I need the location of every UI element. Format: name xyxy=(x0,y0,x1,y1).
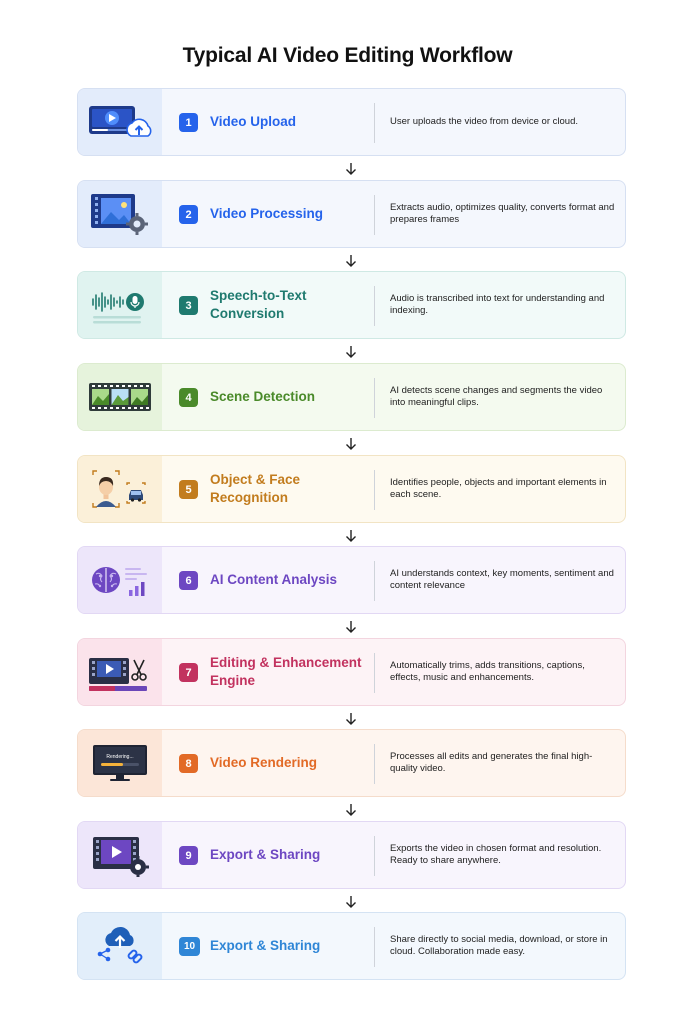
step-number-badge: 5 xyxy=(179,480,198,499)
icon-panel xyxy=(78,822,162,888)
step-title: Video Rendering xyxy=(210,755,318,770)
step-description: Extracts audio, optimizes quality, conve… xyxy=(390,201,615,226)
step-title: Speech-to-Text Conversion xyxy=(210,288,307,321)
step-title: Video Upload xyxy=(210,114,297,129)
step-export-sharing: 9 Export & Sharing Exports the video in … xyxy=(77,821,626,889)
icon-panel xyxy=(78,89,162,155)
step-title: Editing & Enhancement Engine xyxy=(210,655,362,688)
down-arrow-icon xyxy=(343,802,359,818)
divider xyxy=(374,286,375,326)
icon-panel xyxy=(78,364,162,430)
divider xyxy=(374,470,375,510)
down-arrow-icon xyxy=(343,344,359,360)
step-ai-content-analysis: 6 AI Content Analysis AI understands con… xyxy=(77,546,626,614)
step-description: User uploads the video from device or cl… xyxy=(390,115,578,127)
divider xyxy=(374,561,375,601)
step-video-upload: 1 Video Upload User uploads the video fr… xyxy=(77,88,626,156)
step-title: Export & Sharing xyxy=(210,938,321,953)
step-number-badge: 7 xyxy=(179,663,198,682)
divider xyxy=(374,195,375,235)
step-title: Scene Detection xyxy=(210,389,316,404)
face-recognition-icon xyxy=(92,470,146,508)
step-number-badge: 10 xyxy=(179,937,200,956)
icon-panel xyxy=(78,639,162,705)
page-title: Typical AI Video Editing Workflow xyxy=(182,44,513,67)
step-object-face-recognition: 5 Object & Face Recognition Identifies p… xyxy=(77,455,626,523)
step-description: Exports the video in chosen format and r… xyxy=(390,842,602,867)
video-upload-icon xyxy=(89,106,152,137)
step-description: Audio is transcribed into text for under… xyxy=(390,292,605,317)
editing-scissors-icon xyxy=(89,658,147,691)
film-strip-icon xyxy=(89,383,151,411)
divider xyxy=(374,836,375,876)
down-arrow-icon xyxy=(343,253,359,269)
step-export-sharing-cloud: 10 Export & Sharing Share directly to so… xyxy=(77,912,626,980)
step-scene-detection: 4 Scene Detection AI detects scene chang… xyxy=(77,363,626,431)
step-number-badge: 4 xyxy=(179,388,198,407)
divider xyxy=(374,103,375,143)
down-arrow-icon xyxy=(343,436,359,452)
down-arrow-icon xyxy=(343,528,359,544)
step-description: AI detects scene changes and segments th… xyxy=(390,384,603,409)
video-processing-icon xyxy=(91,194,148,235)
step-number-badge: 6 xyxy=(179,571,198,590)
step-description: AI understands context, key moments, sen… xyxy=(390,567,614,592)
icon-panel xyxy=(78,913,162,979)
step-number-badge: 2 xyxy=(179,205,198,224)
divider xyxy=(374,653,375,693)
svg-text:Rendering...: Rendering... xyxy=(106,754,133,760)
down-arrow-icon xyxy=(343,161,359,177)
divider xyxy=(374,744,375,784)
step-speech-to-text: 3 Speech-to-Text Conversion Audio is tra… xyxy=(77,271,626,339)
down-arrow-icon xyxy=(343,619,359,635)
step-title: AI Content Analysis xyxy=(210,572,338,587)
step-number-badge: 1 xyxy=(179,113,198,132)
icon-panel xyxy=(78,456,162,522)
step-title: Export & Sharing xyxy=(210,847,321,862)
icon-panel: Rendering... xyxy=(78,730,162,796)
cloud-share-icon xyxy=(97,926,143,964)
step-description: Processes all edits and generates the fi… xyxy=(390,750,593,775)
step-title: Video Processing xyxy=(210,206,324,221)
speech-to-text-icon xyxy=(92,292,144,324)
step-number-badge: 9 xyxy=(179,846,198,865)
icon-panel xyxy=(78,547,162,613)
icon-panel xyxy=(78,272,162,338)
down-arrow-icon xyxy=(343,894,359,910)
step-description: Identifies people, objects and important… xyxy=(390,476,607,501)
step-video-rendering: Rendering... 8 Video Rendering Processes… xyxy=(77,729,626,797)
step-description: Share directly to social media, download… xyxy=(390,933,608,958)
step-description: Automatically trims, adds transitions, c… xyxy=(390,659,585,684)
step-video-processing: 2 Video Processing Extracts audio, optim… xyxy=(77,180,626,248)
brain-analysis-icon xyxy=(92,567,147,596)
down-arrow-icon xyxy=(343,711,359,727)
video-export-icon xyxy=(93,837,149,877)
icon-panel xyxy=(78,181,162,247)
divider xyxy=(374,927,375,967)
step-number-badge: 8 xyxy=(179,754,198,773)
divider xyxy=(374,378,375,418)
step-number-badge: 3 xyxy=(179,296,198,315)
rendering-monitor-icon: Rendering... xyxy=(93,745,147,781)
step-title: Object & Face Recognition xyxy=(210,472,301,505)
step-editing-enhancement: 7 Editing & Enhancement Engine Automatic… xyxy=(77,638,626,706)
